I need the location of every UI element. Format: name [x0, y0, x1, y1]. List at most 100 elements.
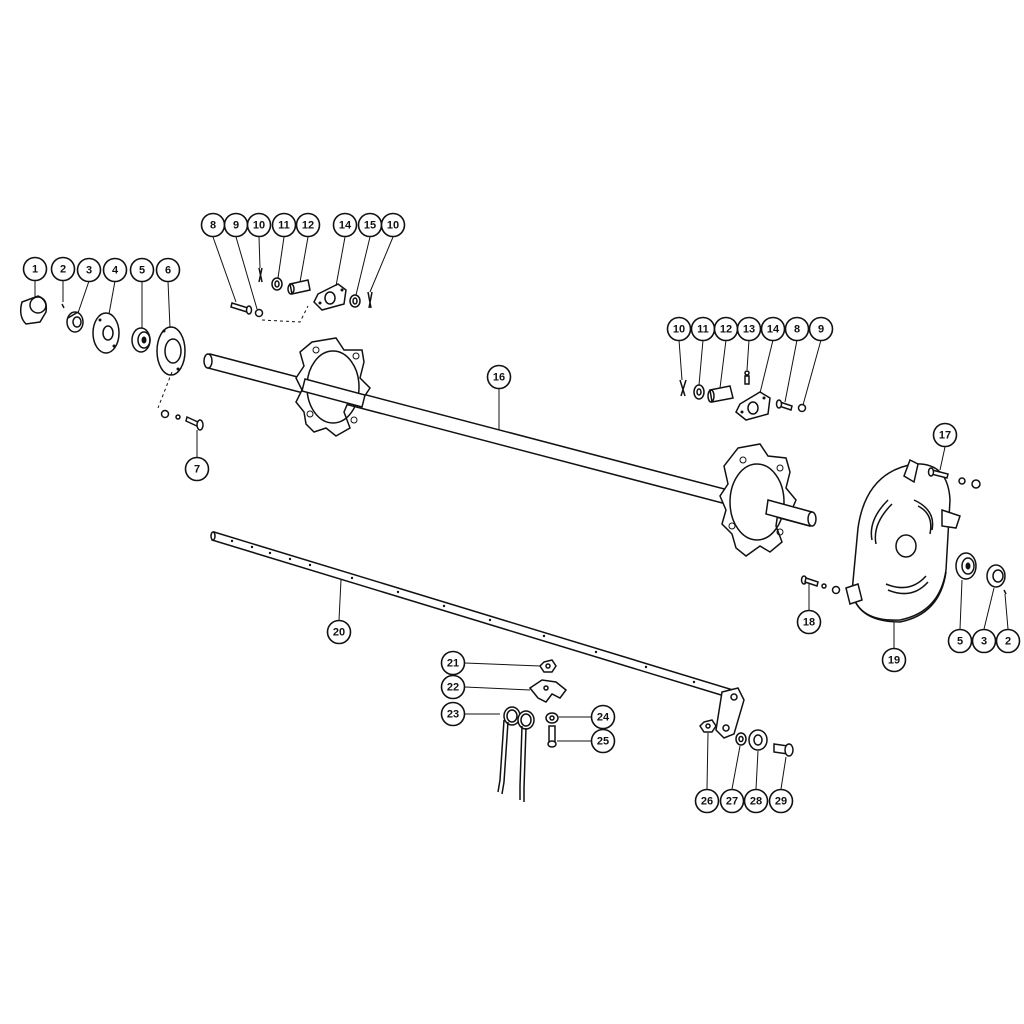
callout-number: 12	[302, 220, 314, 232]
callout-circle	[932, 422, 958, 448]
callout-circle	[332, 212, 358, 238]
callout-part-15: 15	[357, 212, 383, 238]
callout-part-12: 12	[713, 316, 739, 342]
callout-number: 7	[194, 464, 200, 476]
right-flange-plate	[719, 443, 797, 557]
callout-circle	[666, 316, 692, 342]
callout-part-21: 21	[440, 650, 466, 676]
callout-part-12: 12	[295, 212, 321, 238]
callout-part-4: 4	[102, 257, 128, 283]
nut-9-upper	[254, 308, 264, 318]
callout-part-9: 9	[808, 316, 834, 342]
nut-21	[539, 659, 557, 673]
callout-circle	[784, 316, 810, 342]
washer-11-upper	[271, 277, 283, 291]
callout-number: 8	[794, 324, 800, 336]
bracket-14-mid	[735, 391, 771, 421]
collar-3-left	[66, 311, 84, 333]
callout-part-27: 27	[719, 788, 745, 814]
callout-number: 13	[743, 324, 755, 336]
callout-number: 18	[803, 617, 815, 629]
lock-pin-2-right	[1003, 589, 1007, 595]
callout-number: 16	[493, 372, 505, 384]
callout-number: 11	[278, 220, 290, 232]
callout-part-20: 20	[326, 619, 352, 645]
callout-number: 3	[981, 636, 987, 648]
callout-circle	[808, 316, 834, 342]
callout-number: 29	[775, 796, 787, 808]
callout-part-2: 2	[50, 256, 76, 282]
callout-number: 5	[139, 265, 145, 277]
callout-circle	[719, 788, 745, 814]
callout-circle	[155, 257, 181, 283]
callout-circle	[102, 257, 128, 283]
callout-part-2: 2	[995, 628, 1021, 654]
callout-part-19: 19	[881, 647, 907, 673]
callout-number: 4	[112, 265, 119, 277]
bushing-12-upper	[287, 279, 311, 295]
callout-number: 23	[447, 709, 459, 721]
bearing-housing-6	[156, 326, 186, 376]
washer-27	[735, 732, 747, 746]
assembly-dashed-line	[261, 305, 309, 323]
callout-number: 5	[957, 636, 963, 648]
callout-circle	[271, 212, 297, 238]
callout-part-8: 8	[784, 316, 810, 342]
bracket-14-upper	[313, 283, 347, 311]
callout-part-25: 25	[590, 728, 616, 754]
callout-number: 22	[447, 682, 459, 694]
callout-circle	[22, 256, 48, 282]
nut-26	[699, 719, 717, 733]
callout-number: 28	[750, 796, 762, 808]
callout-number: 14	[767, 324, 780, 336]
bearing-cap-1	[19, 295, 48, 325]
callout-number: 10	[387, 220, 399, 232]
bolt-8-upper	[230, 302, 253, 315]
callout-part-10: 10	[246, 212, 272, 238]
callout-circle	[440, 674, 466, 700]
bearing-5-left	[131, 327, 151, 353]
callout-circle	[76, 257, 102, 283]
washer-11-mid	[693, 384, 705, 400]
callout-circle	[380, 212, 406, 238]
lock-pin-2-left	[61, 303, 65, 309]
callout-number: 19	[888, 655, 900, 667]
bolt-25	[547, 725, 557, 748]
bearing-5-right	[955, 552, 977, 580]
callout-number: 20	[333, 627, 345, 639]
callout-part-16: 16	[486, 364, 512, 390]
callout-number: 10	[253, 220, 265, 232]
callout-part-7: 7	[184, 456, 210, 482]
callout-circle	[486, 364, 512, 390]
callout-circle	[971, 628, 997, 654]
bolt-8-mid	[775, 399, 793, 411]
spring-tine-23	[497, 706, 535, 802]
callout-number: 2	[60, 264, 66, 276]
callout-number: 24	[597, 712, 610, 724]
bolt-7-hardware	[157, 371, 204, 431]
shaft-end	[765, 499, 817, 527]
callout-circle	[694, 788, 720, 814]
collar-3-right	[986, 564, 1006, 588]
callout-part-14: 14	[332, 212, 358, 238]
callout-circle	[760, 316, 786, 342]
callout-circle	[50, 256, 76, 282]
callout-part-1: 1	[22, 256, 48, 282]
callout-circle	[295, 212, 321, 238]
callout-part-3: 3	[76, 257, 102, 283]
callout-part-23: 23	[440, 701, 466, 727]
callout-part-22: 22	[440, 674, 466, 700]
callout-number: 9	[818, 324, 824, 336]
callout-part-10: 10	[380, 212, 406, 238]
callout-part-10: 10	[666, 316, 692, 342]
callout-part-26: 26	[694, 788, 720, 814]
callout-number: 25	[597, 736, 609, 748]
callout-part-11: 11	[690, 316, 716, 342]
clamp-plate-22	[528, 679, 568, 703]
bolt-17	[927, 467, 981, 489]
callout-circle	[736, 316, 762, 342]
callout-circle	[743, 788, 769, 814]
